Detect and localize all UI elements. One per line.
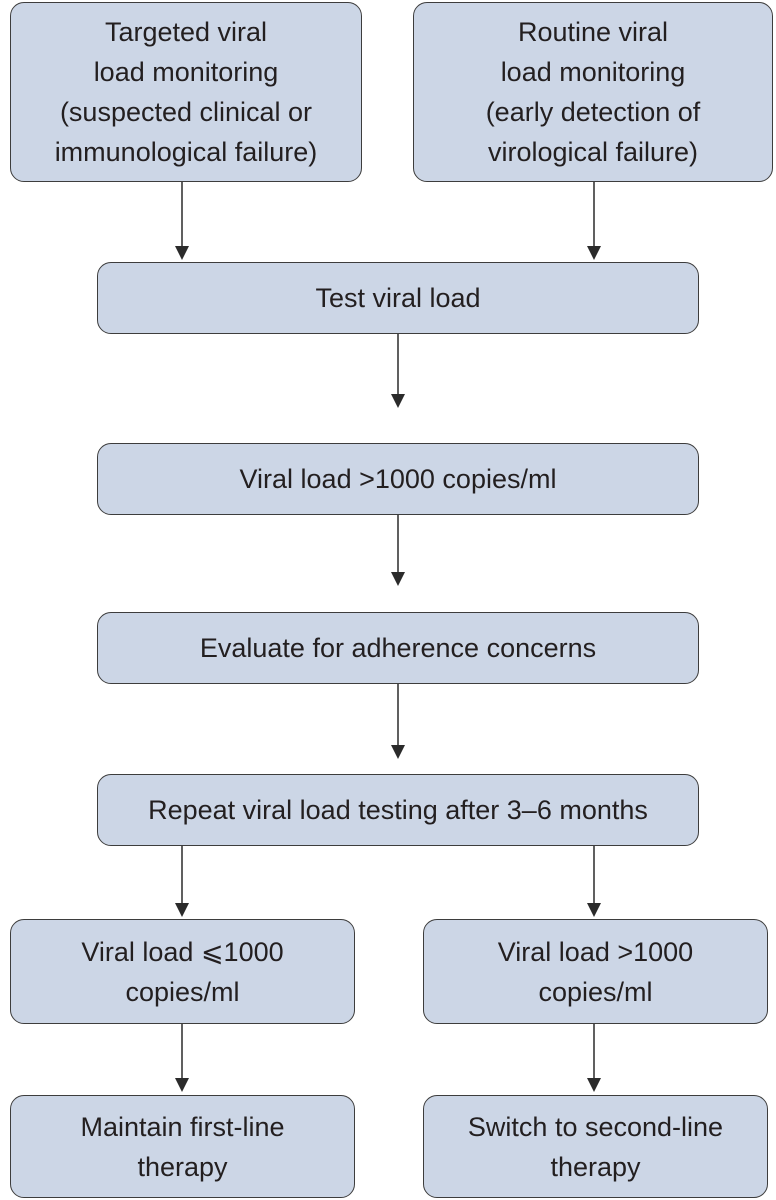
maintain-first-line-therapy-box: Maintain first-line therapy (10, 1095, 355, 1198)
switch-to-second-line-therapy-box: Switch to second-line therapy (423, 1095, 768, 1198)
evaluate-adherence-box: Evaluate for adherence concerns (97, 612, 699, 684)
node-line: Routine viral (517, 17, 669, 47)
node-line: therapy (550, 1151, 641, 1182)
node-line: load monitoring (93, 57, 279, 87)
viral-load-low-outcome-box: Viral load ⩽1000 copies/ml (10, 919, 355, 1024)
routine-viral-load-monitoring-box: Routine viral load monitoring (early det… (413, 2, 773, 182)
node-line: Evaluate for adherence concerns (199, 633, 597, 663)
targeted-viral-load-monitoring-box: Targeted viral load monitoring (suspecte… (10, 2, 362, 182)
arrow-repeat-to-high-outcome (587, 846, 601, 917)
node-line: Viral load >1000 copies/ml (239, 464, 557, 494)
arrow-test-to-viral-load-high (391, 334, 405, 408)
node-line: Repeat viral load testing after 3–6 mont… (148, 795, 648, 825)
node-line: Viral load ⩽1000 (81, 936, 284, 967)
viral-load-high-outcome-box: Viral load >1000 copies/ml (423, 919, 768, 1024)
viral-load-high-box: Viral load >1000 copies/ml (97, 443, 699, 515)
node-line: immunological failure) (54, 137, 318, 167)
node-line: (early detection of (485, 97, 701, 127)
node-line: virological failure) (487, 137, 699, 167)
node-line: Targeted viral (104, 17, 268, 47)
test-viral-load-box: Test viral load (97, 262, 699, 334)
node-line: therapy (137, 1151, 228, 1182)
node-line: Viral load >1000 (497, 936, 694, 967)
node-line: Test viral load (315, 283, 481, 313)
node-line: load monitoring (500, 57, 686, 87)
node-line: copies/ml (125, 976, 240, 1007)
arrow-high-outcome-to-switch (587, 1024, 601, 1092)
arrow-targeted-to-test (175, 182, 189, 260)
arrow-adherence-to-repeat (391, 684, 405, 759)
arrow-low-outcome-to-maintain (175, 1024, 189, 1092)
arrow-repeat-to-low-outcome (175, 846, 189, 917)
node-line: (suspected clinical or (59, 97, 313, 127)
node-line: Switch to second-line (467, 1111, 724, 1142)
arrow-viral-load-high-to-adherence (391, 515, 405, 586)
node-line: Maintain first-line (80, 1111, 285, 1142)
repeat-viral-load-testing-box: Repeat viral load testing after 3–6 mont… (97, 774, 699, 846)
node-line: copies/ml (538, 976, 653, 1007)
arrow-routine-to-test (587, 182, 601, 260)
